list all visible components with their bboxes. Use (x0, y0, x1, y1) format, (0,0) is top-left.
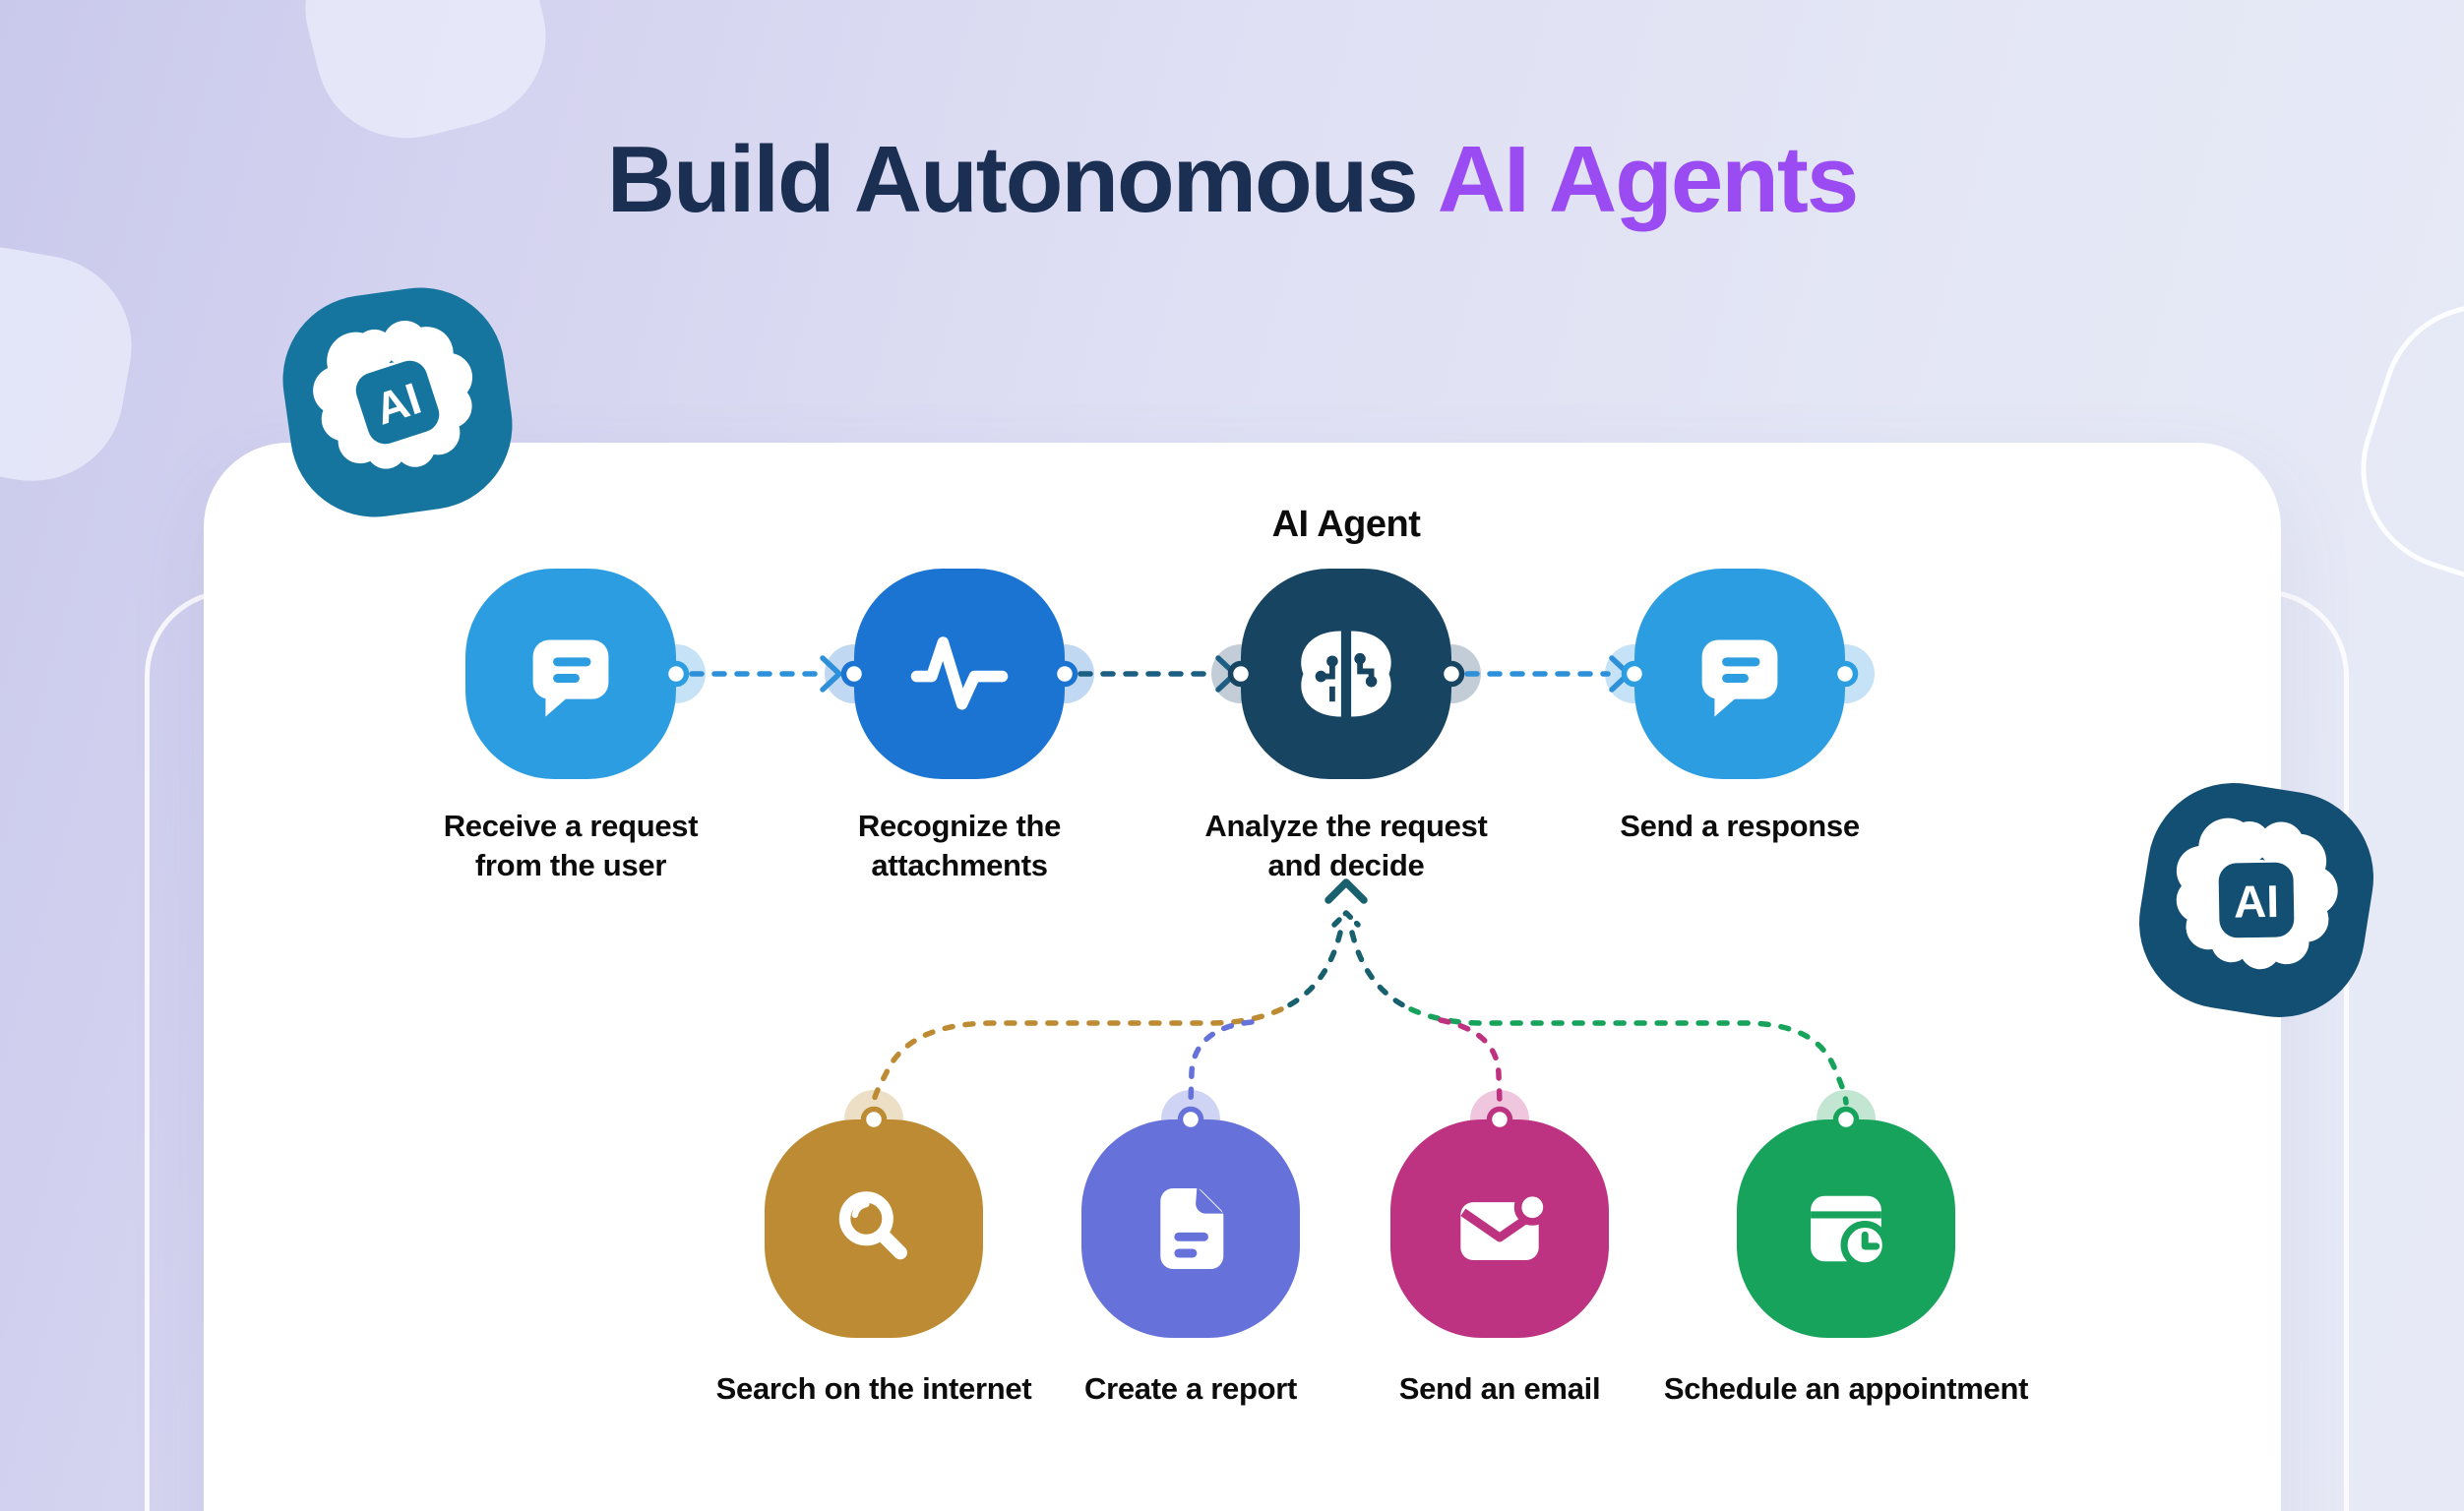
tool-node-search-internet (765, 1119, 983, 1338)
decor-outline-blob (2334, 277, 2464, 619)
envelope-icon (1460, 1188, 1551, 1260)
tool-node-label-email: Send an email (1398, 1371, 1601, 1406)
calendar-clock-icon (1811, 1195, 1889, 1270)
chat-bubble-icon (1701, 639, 1778, 717)
flow-node-analyze-request (1241, 569, 1451, 779)
tool-node-label-search: Search on the internet (715, 1371, 1032, 1406)
tool-node-send-email (1390, 1119, 1609, 1338)
tool-node-label-schedule: Schedule an appointment (1663, 1371, 2029, 1406)
brain-logo-graphic: AI (2176, 817, 2338, 970)
ai-brain-logo: AI (2126, 770, 2386, 1030)
page-title-accent: AI Agents (1437, 127, 1859, 232)
flow-node-receive-request (465, 569, 676, 779)
brain-logo-graphic: AI (313, 321, 473, 469)
flow-node-send-response (1634, 569, 1845, 779)
flow-node-label-recognize: Recognize the attachments (857, 809, 1062, 882)
tool-node-create-report (1081, 1119, 1300, 1338)
page-title-main: Build Autonomous (606, 127, 1438, 232)
tool-node-schedule-appointment (1737, 1119, 1955, 1338)
ai-brain-logo: AI (272, 276, 524, 528)
background-blob (0, 232, 147, 496)
pulse-icon (910, 636, 1009, 710)
flow-node-label-respond: Send a response (1620, 809, 1860, 843)
agent-title: AI Agent (1271, 504, 1421, 545)
flow-node-label-analyze: Analyze the request and decide (1204, 809, 1488, 882)
page-title: Build Autonomous AI Agents (0, 126, 2464, 234)
tool-node-label-report: Create a report (1083, 1371, 1298, 1406)
magnifier-icon (838, 1191, 907, 1260)
flow-node-recognize-attachments (854, 569, 1065, 779)
brain-circuit-icon (1301, 631, 1391, 717)
document-icon (1160, 1186, 1224, 1269)
chat-bubble-icon (532, 639, 609, 717)
flow-node-label-receive: Receive a request from the user (443, 809, 699, 882)
logo-text: AI (2234, 876, 2280, 928)
